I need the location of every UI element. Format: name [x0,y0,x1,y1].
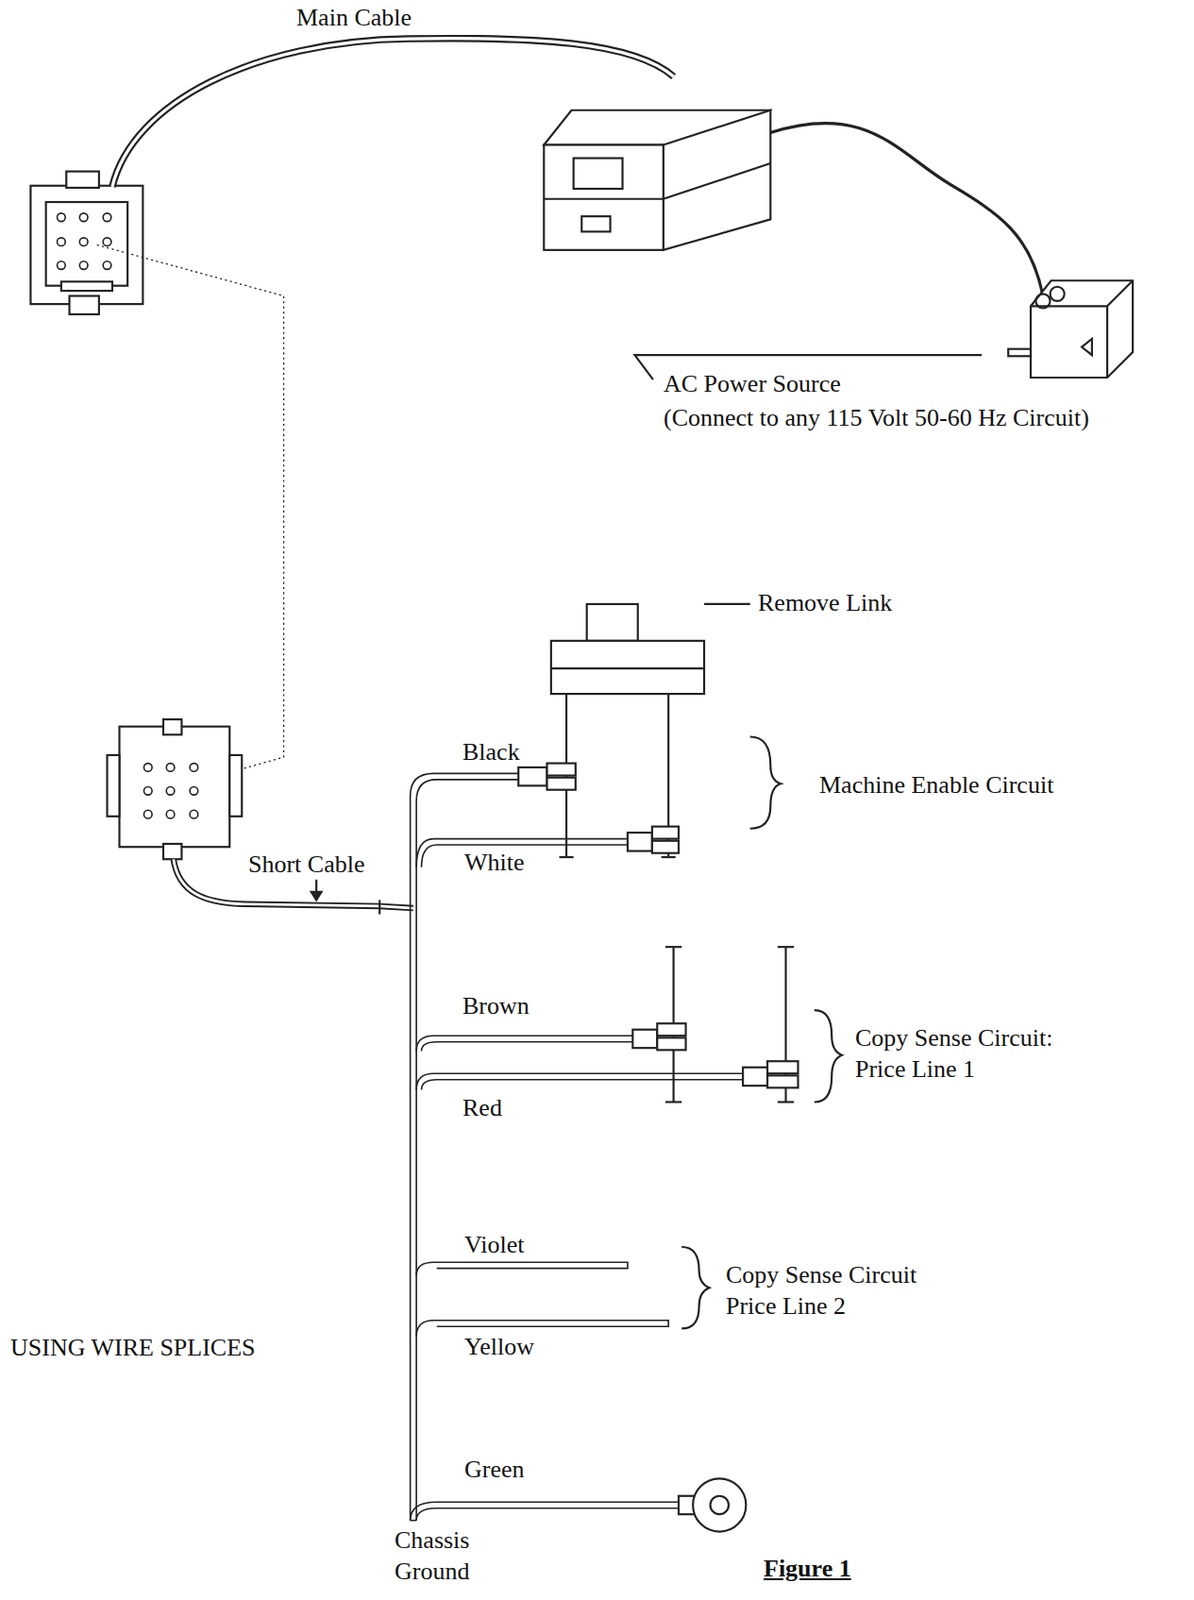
figure-caption: Figure 1 [763,1553,852,1585]
wire-color-label: Violet [464,1229,524,1262]
circuit-label: Machine Enable Circuit [819,770,1054,802]
link-label: Remove Link [757,588,892,620]
wire-color-label: Green [464,1454,525,1486]
wire-color-label: Red [462,1093,503,1125]
cable-label: Short Cable [248,849,366,881]
wire-color-label: Brown [462,991,530,1023]
source-note: (Connect to any 115 Volt 50-60 Hz Circui… [663,403,1090,435]
cable-label: Main Cable [296,2,412,34]
wire-color-label: Yellow [464,1331,535,1363]
wire-color-label: White [464,847,525,879]
source-label: AC Power Source [663,369,841,401]
circuit-label: Copy Sense Circuit Price Line 2 [725,1260,971,1322]
wire-color-label: Black [462,737,521,769]
circuit-label: Copy Sense Circuit: Price Line 1 [855,1023,1100,1085]
ground-label: Chassis Ground [394,1525,507,1587]
method-note: USING WIRE SPLICES [10,1332,256,1364]
